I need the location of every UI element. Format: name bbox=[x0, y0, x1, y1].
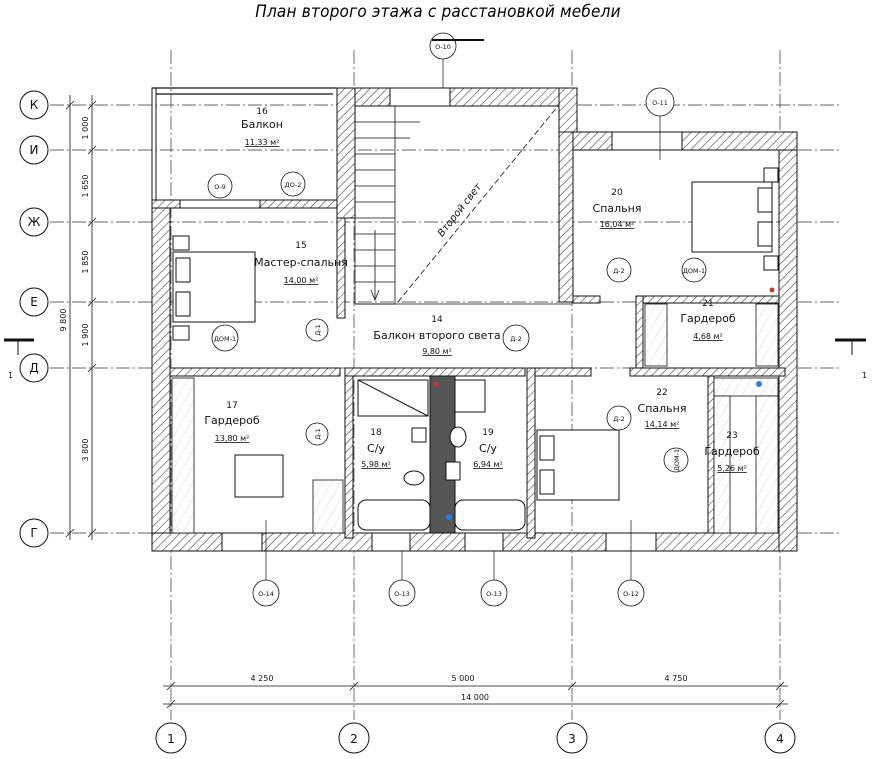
dim-bottom-total: 14 000 bbox=[461, 693, 489, 702]
room-20-area: 16,04 м² bbox=[600, 220, 635, 229]
room-14-name: Балкон второго света bbox=[373, 329, 500, 342]
dim-left-1: 1 000 bbox=[81, 117, 90, 140]
tag-d2-a: Д-2 bbox=[613, 267, 625, 275]
riser-icon bbox=[769, 287, 775, 293]
tag-dom1-a: ДОМ-1 bbox=[683, 267, 705, 275]
riser-icon bbox=[433, 381, 439, 387]
room-18-area: 5,98 м² bbox=[361, 460, 391, 469]
tag-dom1-c: ДОМ-1 bbox=[673, 449, 681, 471]
room-19-number: 19 bbox=[482, 428, 494, 438]
room-16-name: Балкон bbox=[241, 118, 283, 131]
room-20-number: 20 bbox=[611, 188, 623, 198]
section-mark-right bbox=[835, 338, 866, 355]
tag-dom1-b: ДОМ-1 bbox=[214, 335, 236, 343]
tag-o13-b: О-13 bbox=[486, 590, 502, 598]
room-16-area: 11,33 м² bbox=[245, 138, 280, 147]
dim-left-2: 1 650 bbox=[81, 175, 90, 198]
stair bbox=[354, 105, 572, 305]
room-17-area: 13,80 м² bbox=[215, 434, 250, 443]
tag-o13-a: О-13 bbox=[394, 590, 410, 598]
axis-label-1: 1 bbox=[167, 732, 175, 746]
section-mark-left-label: 1 bbox=[8, 371, 13, 380]
tag-o10: О-10 bbox=[435, 43, 451, 51]
room-19-area: 6,94 м² bbox=[473, 460, 503, 469]
room-19-name: С/у bbox=[479, 442, 497, 455]
section-mark-left bbox=[4, 338, 34, 355]
second-light-label: Второй свет bbox=[436, 181, 485, 239]
dim-bottom-3: 4 750 bbox=[665, 674, 688, 683]
room-15-area: 14,00 м² bbox=[284, 276, 319, 285]
dimension-chain-bottom bbox=[163, 681, 788, 709]
room-17-number: 17 bbox=[226, 401, 237, 411]
room-18-name: С/у bbox=[367, 442, 385, 455]
section-mark-right-label: 1 bbox=[862, 371, 867, 380]
tag-d2-c: Д-2 bbox=[613, 415, 625, 423]
furniture bbox=[172, 167, 779, 531]
room-20-name: Спальня bbox=[593, 202, 642, 215]
drain-icon bbox=[756, 381, 762, 387]
tag-leaders bbox=[265, 39, 661, 580]
windows bbox=[179, 87, 683, 552]
dim-left-total: 9 800 bbox=[59, 309, 68, 332]
dim-bottom-2: 5 000 bbox=[452, 674, 475, 683]
room-15-name: Мастер-спальня bbox=[254, 256, 348, 269]
dim-left-4: 1 900 bbox=[81, 324, 90, 347]
room-21-number: 21 bbox=[702, 299, 713, 309]
axis-bubbles-left bbox=[19, 90, 49, 548]
dim-left-3: 1 850 bbox=[81, 251, 90, 274]
tag-d1-b: Д-1 bbox=[314, 428, 322, 440]
room-14-number: 14 bbox=[431, 315, 443, 325]
dimension-chain-left bbox=[65, 95, 97, 540]
element-tags bbox=[207, 32, 707, 607]
tag-d2-b: Д-2 bbox=[510, 335, 522, 343]
axis-label-k: К bbox=[30, 98, 39, 112]
room-23-number: 23 bbox=[726, 431, 737, 441]
room-16-number: 16 bbox=[256, 107, 268, 117]
room-18-number: 18 bbox=[370, 428, 382, 438]
axis-label-4: 4 bbox=[776, 732, 784, 746]
balcony-outline bbox=[152, 87, 337, 95]
tag-o14: О-14 bbox=[258, 590, 274, 598]
axis-label-e: Е bbox=[30, 295, 38, 309]
axis-label-g: Г bbox=[30, 526, 37, 540]
room-17-name: Гардероб bbox=[204, 414, 260, 427]
dim-left-5: 3 800 bbox=[81, 439, 90, 462]
tag-o9: О-9 bbox=[214, 183, 226, 191]
room-15-number: 15 bbox=[295, 241, 306, 251]
room-14-area: 9,80 м² bbox=[422, 347, 452, 356]
drain-icon bbox=[446, 514, 452, 520]
axis-label-i: И bbox=[30, 143, 39, 157]
axis-label-zh: Ж bbox=[28, 215, 41, 229]
wardrobe-shelving bbox=[171, 303, 779, 534]
tag-do2: ДО-2 bbox=[285, 181, 302, 189]
tag-o12: О-12 bbox=[623, 590, 639, 598]
axis-bubbles-bottom bbox=[155, 722, 796, 754]
room-21-area: 4,68 м² bbox=[693, 332, 723, 341]
room-22-name: Спальня bbox=[638, 402, 687, 415]
room-23-name: Гардероб bbox=[704, 445, 760, 458]
axis-label-3: 3 bbox=[568, 732, 576, 746]
axis-label-2: 2 bbox=[350, 732, 358, 746]
tag-o11: О-11 bbox=[652, 99, 668, 107]
dim-bottom-1: 4 250 bbox=[251, 674, 274, 683]
room-labels: 16 Балкон 11,33 м² 15 Мастер-спальня 14,… bbox=[204, 107, 760, 473]
room-23-area: 5,26 м² bbox=[717, 464, 747, 473]
tag-d1-a: Д-1 bbox=[314, 324, 322, 336]
room-22-area: 14,14 м² bbox=[645, 420, 680, 429]
room-21-name: Гардероб bbox=[680, 312, 736, 325]
axis-label-d: Д bbox=[29, 361, 38, 375]
room-22-number: 22 bbox=[656, 388, 667, 398]
plan-title: План второго этажа с расстановкой мебели bbox=[255, 2, 621, 22]
